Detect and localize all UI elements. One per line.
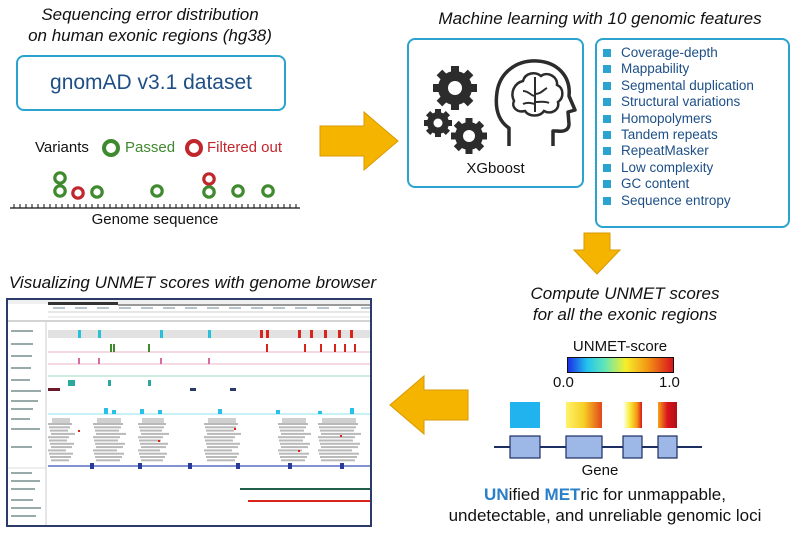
genome-browser-screenshot [6,298,372,527]
gene-diagram [494,402,702,459]
genome-browser-tracks [8,300,370,525]
filtered-label: Filtered out [207,139,283,156]
passed-variant-icon [53,171,67,185]
scale-label: UNMET-score [572,338,668,355]
dataset-label: gnomAD v3.1 dataset [50,71,252,94]
bullet-square-icon [603,98,611,107]
feature-label: Coverage-depth [621,45,718,60]
passed-marker-icon [102,139,120,157]
gears-brain-icon [424,59,577,154]
feature-item: Structural variations [601,94,788,110]
feature-label: RepeatMasker [621,143,709,159]
passed-label: Passed [125,139,176,156]
passed-variant-icon [90,185,104,199]
genome-sequence-diagram [10,171,300,209]
genome-label: Genome sequence [91,211,219,228]
compute-title: Compute UNMET scores for all the exonic … [530,284,720,324]
feature-label: Sequence entropy [621,192,731,208]
bullet-square-icon [603,180,611,189]
dataset-box: gnomAD v3.1 dataset [16,55,286,111]
feature-item: Mappability [601,61,788,77]
feature-label: Tandem repeats [621,127,718,143]
bullet-square-icon [603,163,611,172]
passed-variant-icon [261,184,275,198]
feature-label: GC content [621,176,690,192]
feature-label: Segmental duplication [621,77,754,93]
scale-min-label: 0.0 [553,374,574,391]
feature-item: GC content [601,176,788,192]
browser-title: Visualizing UNMET scores with genome bro… [8,273,377,292]
passed-variant-icon [53,184,67,198]
feature-item: RepeatMasker [601,143,788,159]
bullet-square-icon [603,49,611,57]
filtered-marker-icon [185,139,203,157]
bullet-square-icon [603,147,611,156]
filtered-variant-icon [202,172,216,186]
bullet-square-icon [603,65,611,74]
filtered-variant-icon [71,186,85,200]
feature-label: Low complexity [621,159,714,175]
model-label: XGboost [466,160,525,177]
bullet-square-icon [603,81,611,90]
arrow-down-icon [572,232,622,275]
feature-item: Coverage-depth [601,45,788,61]
passed-variant-icon [150,184,164,198]
unmet-acronym: UNified METric for unmappable, undetecta… [448,485,762,525]
gene-label: Gene [581,462,619,479]
bullet-square-icon [603,114,611,123]
bullet-square-icon [603,131,611,140]
feature-item: Sequence entropy [601,193,788,209]
feature-label: Structural variations [621,94,741,110]
ml-title: Machine learning with 10 genomic feature… [438,9,762,28]
sequencing-title: Sequencing error distribution on human e… [28,5,272,45]
feature-label: Homopolymers [621,110,712,126]
feature-label: Mappability [621,61,690,77]
feature-item: Homopolymers [601,111,788,127]
xgboost-box: XGboost [407,38,584,188]
variants-label: Variants [35,139,89,156]
feature-item: Tandem repeats [601,127,788,143]
bullet-square-icon [603,196,611,205]
passed-variant-icon [231,184,245,198]
scale-max-label: 1.0 [659,374,680,391]
feature-item: Low complexity [601,160,788,176]
arrow-right-icon [319,110,399,172]
feature-item: Segmental duplication [601,78,788,94]
score-colorbar [567,357,674,373]
arrow-left-icon [389,374,469,436]
passed-variant-icon [202,185,216,199]
